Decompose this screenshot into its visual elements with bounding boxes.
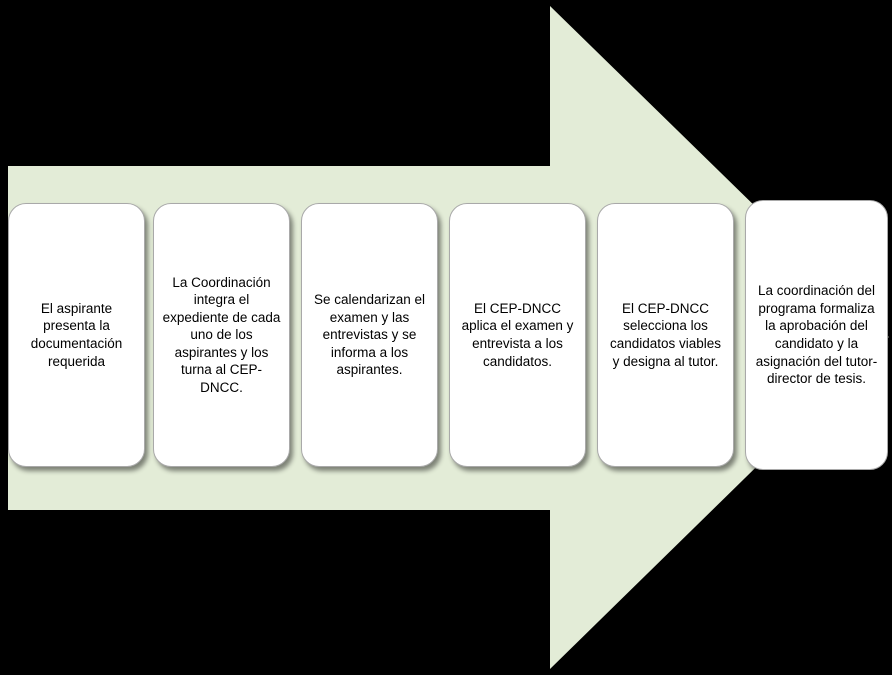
step-text-6: La coordinación del programa formaliza l… <box>755 283 878 387</box>
step-box-1: El aspirante presenta la documentación r… <box>8 203 145 467</box>
step-text-1: El aspirante presenta la documentación r… <box>30 300 123 369</box>
step-box-2: La Coordinación integra el expediente de… <box>153 203 290 467</box>
step-text-5: El CEP-DNCC selecciona los candidatos vi… <box>609 300 722 369</box>
step-box-4: El CEP-DNCC aplica el examen y entrevist… <box>449 203 586 467</box>
step-text-3: Se calendarizan el examen y las entrevis… <box>313 292 426 378</box>
step-text-2: La Coordinación integra el expediente de… <box>162 274 281 395</box>
step-box-3: Se calendarizan el examen y las entrevis… <box>301 203 438 467</box>
step-text-4: El CEP-DNCC aplica el examen y entrevist… <box>461 300 574 369</box>
arrow-shape <box>8 6 889 669</box>
step-box-5: El CEP-DNCC selecciona los candidatos vi… <box>597 203 734 467</box>
step-box-6: La coordinación del programa formaliza l… <box>745 200 888 470</box>
